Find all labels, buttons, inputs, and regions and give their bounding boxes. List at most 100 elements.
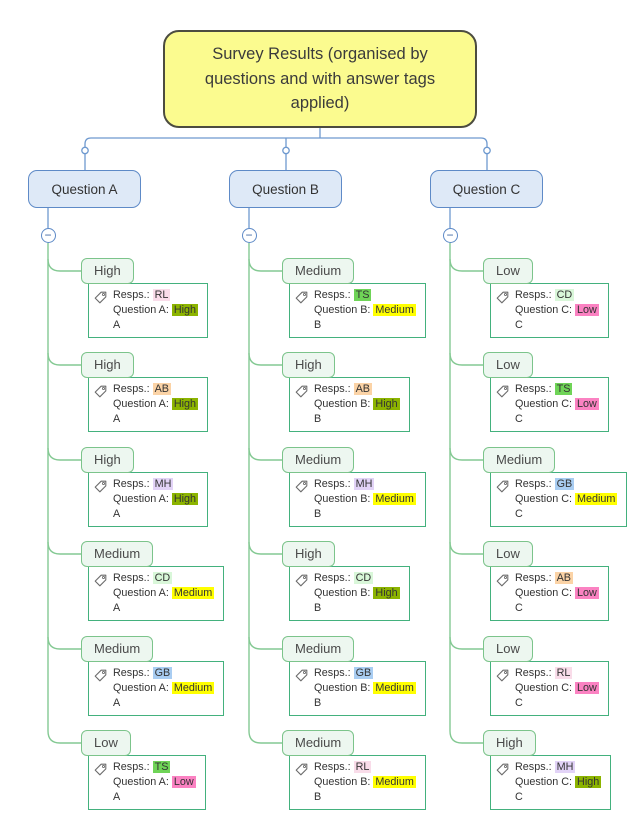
- topic-header-label: High: [94, 452, 121, 467]
- topic-header-label: High: [94, 263, 121, 278]
- answer-tag-line: Question A: Low: [113, 776, 196, 788]
- suffix-line: A: [113, 697, 121, 709]
- topic-header[interactable]: Medium: [81, 636, 154, 662]
- tag-icon: [294, 762, 309, 805]
- suffix-line: C: [515, 508, 523, 520]
- tag-lines: Resps.: MH Question B: Medium B: [314, 477, 416, 522]
- answer-tag: Medium: [575, 493, 618, 505]
- resp-tag-line: Resps.: CD: [515, 289, 575, 301]
- answer-tag: Medium: [373, 682, 416, 694]
- respondent-tag: CD: [152, 572, 173, 584]
- answer-tag: Medium: [373, 493, 416, 505]
- topic-header[interactable]: Medium: [282, 258, 355, 284]
- suffix-line: B: [314, 413, 322, 425]
- respondent-tag: RL: [554, 667, 573, 679]
- suffix-line: B: [314, 508, 322, 520]
- suffix-line: C: [515, 697, 523, 709]
- topic-header-label: Medium: [496, 452, 543, 467]
- tag-icon: [495, 573, 510, 616]
- tag-lines: Resps.: TS Question A: Low A: [113, 760, 196, 805]
- topic-header[interactable]: High: [282, 541, 335, 567]
- answer-tag: Medium: [373, 304, 416, 316]
- topic-tags-body: Resps.: GB Question A: Medium A: [88, 661, 225, 716]
- answer-tag-line: Question A: Medium: [113, 587, 215, 599]
- topic-header[interactable]: High: [81, 447, 134, 473]
- topic-header[interactable]: Medium: [483, 447, 556, 473]
- topic-header[interactable]: High: [81, 352, 134, 378]
- topic-header[interactable]: High: [282, 352, 335, 378]
- suffix-line: C: [515, 319, 523, 331]
- topic-tags-body: Resps.: AB Question C: Low C: [490, 566, 609, 621]
- topic-header[interactable]: Medium: [282, 730, 355, 756]
- answer-tag-line: Question B: Medium: [314, 776, 416, 788]
- collapse-button-question-c[interactable]: −: [442, 228, 458, 243]
- tag-lines: Resps.: AB Question C: Low C: [515, 571, 599, 616]
- topic-header[interactable]: Medium: [282, 636, 355, 662]
- topic-tags-body: Resps.: MH Question C: High C: [490, 755, 612, 810]
- respondent-tag: MH: [554, 761, 576, 773]
- suffix-line: B: [314, 791, 322, 803]
- topic-header-label: Medium: [295, 735, 342, 750]
- tag-icon: [93, 384, 108, 427]
- topic-question-a[interactable]: Question A: [28, 170, 141, 208]
- resp-tag-line: Resps.: RL: [113, 289, 171, 301]
- collapse-button-question-b[interactable]: −: [241, 228, 257, 243]
- respondent-tag: GB: [353, 667, 374, 679]
- topic-question-c[interactable]: Question C: [430, 170, 543, 208]
- topic-tags-body: Resps.: GB Question B: Medium B: [289, 661, 426, 716]
- resp-tag-line: Resps.: MH: [515, 761, 576, 773]
- suffix-line: C: [515, 791, 523, 803]
- topic-header[interactable]: Low: [483, 258, 533, 284]
- respondent-tag: TS: [353, 289, 372, 301]
- tag-lines: Resps.: MH Question A: High A: [113, 477, 199, 522]
- respondent-tag: AB: [353, 383, 373, 395]
- suffix-line: C: [515, 413, 523, 425]
- resp-tag-line: Resps.: CD: [314, 572, 374, 584]
- tag-lines: Resps.: RL Question C: Low C: [515, 666, 599, 711]
- topic-header-label: Low: [496, 546, 520, 561]
- topic-header-label: High: [295, 357, 322, 372]
- answer-tag-line: Question C: Low: [515, 682, 599, 694]
- resp-tag-line: Resps.: TS: [515, 383, 573, 395]
- topic-header-label: Medium: [295, 641, 342, 656]
- topic-tags-body: Resps.: RL Question A: High A: [88, 283, 209, 338]
- topic-header[interactable]: Low: [483, 636, 533, 662]
- answer-tag-line: Question B: High: [314, 587, 400, 599]
- topic-header-label: High: [295, 546, 322, 561]
- collapse-button-question-a[interactable]: −: [40, 228, 56, 243]
- resp-tag-line: Resps.: AB: [515, 572, 574, 584]
- answer-tag: Medium: [373, 776, 416, 788]
- tag-icon: [93, 290, 108, 333]
- answer-tag: High: [171, 398, 199, 410]
- resp-tag-line: Resps.: AB: [113, 383, 172, 395]
- central-topic[interactable]: Survey Results (organised by questions a…: [163, 30, 477, 128]
- respondent-tag: RL: [152, 289, 171, 301]
- topic-header[interactable]: Medium: [81, 541, 154, 567]
- topic-question-b[interactable]: Question B: [229, 170, 342, 208]
- tag-icon: [294, 573, 309, 616]
- topic-header-label: Low: [94, 735, 118, 750]
- topic-header-label: Low: [496, 641, 520, 656]
- topic-tags-body: Resps.: CD Question B: High B: [289, 566, 410, 621]
- topic-tags-body: Resps.: TS Question B: Medium B: [289, 283, 426, 338]
- suffix-line: A: [113, 791, 121, 803]
- tag-lines: Resps.: TS Question C: Low C: [515, 382, 599, 427]
- tag-icon: [93, 668, 108, 711]
- suffix-line: A: [113, 319, 121, 331]
- answer-tag-line: Question C: Medium: [515, 493, 618, 505]
- topic-header[interactable]: High: [81, 258, 134, 284]
- answer-tag: Medium: [171, 587, 215, 599]
- tag-lines: Resps.: CD Question C: Low C: [515, 288, 599, 333]
- answer-tag-line: Question C: Low: [515, 304, 599, 316]
- topic-header[interactable]: Low: [483, 541, 533, 567]
- topic-header[interactable]: Low: [483, 352, 533, 378]
- resp-tag-line: Resps.: TS: [113, 761, 171, 773]
- topic-tags-body: Resps.: RL Question C: Low C: [490, 661, 609, 716]
- suffix-line: A: [113, 508, 121, 520]
- tag-icon: [294, 668, 309, 711]
- topic-header[interactable]: Medium: [282, 447, 355, 473]
- topic-header[interactable]: Low: [81, 730, 131, 756]
- topic-header[interactable]: High: [483, 730, 536, 756]
- answer-tag-line: Question A: High: [113, 304, 199, 316]
- tag-icon: [93, 573, 108, 616]
